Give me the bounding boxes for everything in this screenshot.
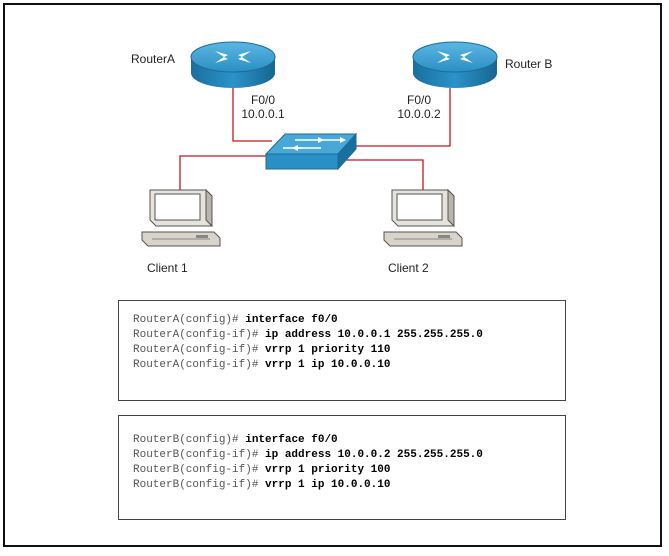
- config-prompt: RouterA(config-if)#: [133, 329, 259, 341]
- config-command: interface f0/0: [245, 314, 338, 326]
- link-routera-switch: [232, 88, 272, 142]
- config-command: vrrp 1 ip 10.0.0.10: [265, 479, 391, 491]
- config-command: vrrp 1 ip 10.0.0.10: [265, 359, 391, 371]
- config-command: vrrp 1 priority 100: [265, 464, 391, 476]
- config-command: ip address 10.0.0.1 255.255.255.0: [265, 329, 483, 341]
- switch-icon: [264, 132, 358, 171]
- config-prompt: RouterB(config-if)#: [133, 449, 259, 461]
- config-command: interface f0/0: [245, 434, 338, 446]
- config-prompt: RouterA(config-if)#: [133, 344, 259, 356]
- link-routerb-switch: [356, 88, 451, 147]
- client-1-label: Client 1: [147, 261, 188, 275]
- link-client1-switch: [179, 155, 268, 190]
- router-a-interface: F0/0: [250, 93, 275, 107]
- config-prompt: RouterA(config-if)#: [133, 359, 259, 371]
- router-a-label: RouterA: [131, 52, 176, 66]
- router-a-config-box: RouterA(config)# interface f0/0 RouterA(…: [118, 300, 566, 401]
- config-command: vrrp 1 priority 110: [265, 344, 391, 356]
- config-command: ip address 10.0.0.2 255.255.255.0: [265, 449, 483, 461]
- config-prompt: RouterB(config)#: [133, 434, 239, 446]
- client-2-pc-icon: [383, 188, 463, 247]
- config-line: RouterA(config-if)# vrrp 1 priority 110: [133, 343, 565, 358]
- config-line: RouterB(config-if)# vrrp 1 priority 100: [133, 463, 565, 478]
- router-a-interface-info: F0/0 10.0.0.1: [238, 93, 288, 121]
- client-1-pc-icon: [141, 188, 221, 247]
- router-b-icon: [412, 41, 498, 88]
- link-client2-switch: [340, 159, 424, 190]
- config-line: RouterA(config-if)# ip address 10.0.0.1 …: [133, 328, 565, 343]
- config-prompt: RouterB(config-if)#: [133, 479, 259, 491]
- client-2-label: Client 2: [388, 261, 429, 275]
- config-prompt: RouterB(config-if)#: [133, 464, 259, 476]
- router-b-label: Router B: [505, 57, 553, 71]
- config-prompt: RouterA(config)#: [133, 314, 239, 326]
- router-a-icon: [190, 41, 276, 88]
- router-b-config-box: RouterB(config)# interface f0/0 RouterB(…: [118, 415, 566, 520]
- config-line: RouterA(config-if)# vrrp 1 ip 10.0.0.10: [133, 358, 565, 373]
- router-a-ip: 10.0.0.1: [241, 107, 285, 121]
- router-b-interface-info: F0/0 10.0.0.2: [394, 93, 444, 121]
- router-b-ip: 10.0.0.2: [397, 107, 441, 121]
- router-b-interface: F0/0: [406, 93, 431, 107]
- config-line: RouterB(config)# interface f0/0: [133, 433, 565, 448]
- config-line: RouterA(config)# interface f0/0: [133, 313, 565, 328]
- config-line: RouterB(config-if)# vrrp 1 ip 10.0.0.10: [133, 478, 565, 493]
- network-links: [179, 88, 451, 190]
- config-line: RouterB(config-if)# ip address 10.0.0.2 …: [133, 448, 565, 463]
